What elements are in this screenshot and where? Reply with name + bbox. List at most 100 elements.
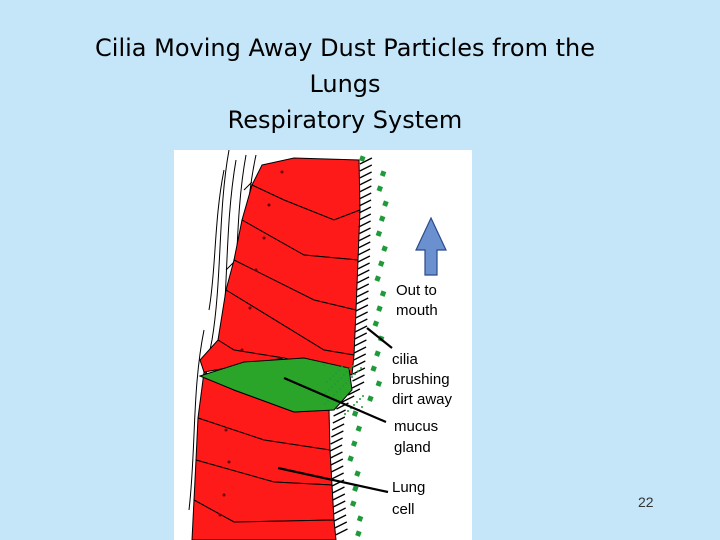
mucus-speck: [357, 370, 359, 372]
label-out-to-mouth-line2: mouth: [396, 302, 438, 319]
cilium: [341, 395, 355, 403]
dust-particle: [370, 365, 377, 372]
cilium: [358, 227, 371, 235]
cilium: [333, 514, 347, 522]
dust-particle: [381, 245, 388, 252]
dust-particle: [355, 530, 362, 537]
mucus-speck: [323, 364, 325, 366]
dust-particle: [378, 215, 386, 222]
dust-particle: [374, 350, 381, 357]
cilium: [353, 353, 367, 361]
mucus-speck: [351, 376, 353, 378]
mucus-speck: [361, 406, 363, 408]
cilium: [330, 451, 343, 459]
mucus-speck: [337, 380, 339, 382]
cilium: [355, 304, 369, 312]
mucus-speck: [362, 395, 364, 397]
cilium: [355, 311, 368, 319]
dust-particle: [379, 290, 387, 297]
cilium: [352, 374, 365, 382]
dust-particle: [376, 185, 383, 192]
cilium: [359, 171, 372, 179]
mucus-gland: [198, 357, 353, 413]
cilium: [353, 360, 366, 368]
cilium: [359, 164, 373, 172]
dust-particle: [355, 425, 363, 432]
cilium: [334, 521, 348, 529]
label-mucus-gland-line2: gland: [394, 439, 431, 456]
dust-particle: [382, 200, 389, 207]
mucus-speck: [339, 388, 341, 390]
cilium: [332, 416, 346, 424]
cilium: [358, 213, 372, 221]
mucus-speck: [347, 410, 349, 412]
cilium: [359, 157, 373, 165]
cilium: [353, 346, 367, 354]
cilium: [359, 178, 372, 186]
dust-particle: [374, 275, 381, 282]
cilium: [359, 185, 372, 193]
cilium: [358, 192, 372, 200]
cilium: [356, 276, 370, 284]
mucus-speck: [324, 403, 326, 405]
mucus-speck: [352, 365, 354, 367]
mucus-speck: [335, 372, 337, 374]
dust-particle: [350, 500, 357, 507]
slide-title: Cilia Moving Away Dust Particles from th…: [0, 30, 690, 138]
label-lung-cell-line2: cell: [392, 501, 415, 518]
mucus-speck: [355, 412, 357, 414]
cilium: [357, 262, 370, 270]
cilium: [354, 332, 368, 340]
cilium: [333, 409, 346, 417]
label-cilia-line3: dirt away: [392, 391, 453, 408]
cilium: [331, 423, 345, 431]
cilium: [332, 493, 346, 501]
dust-particle: [379, 170, 387, 177]
dust-particle: [375, 230, 383, 237]
mucus-speck: [341, 366, 343, 368]
mucus-speck: [354, 373, 356, 375]
label-cilia-line2: brushing: [392, 371, 450, 388]
dust-particle: [367, 395, 374, 402]
mucus-speck: [359, 398, 361, 400]
label-mucus-gland-line1: mucus: [394, 418, 439, 435]
dust-particle: [359, 155, 366, 162]
title-line-3: Respiratory System: [227, 106, 463, 134]
cilium: [358, 234, 371, 242]
mucus-speck: [353, 404, 355, 406]
dust-particle: [351, 440, 358, 447]
mucus-speck: [325, 392, 327, 394]
cilium: [331, 472, 344, 480]
label-lung-cell-line1: Lung: [392, 479, 426, 496]
cilium: [331, 430, 344, 438]
cilium: [356, 283, 370, 291]
cilium: [357, 241, 371, 249]
mucus-speck: [340, 377, 342, 379]
cilium: [357, 248, 371, 256]
page-number: 22: [638, 494, 654, 510]
dust-particle: [356, 515, 364, 522]
cilium: [355, 297, 369, 305]
mucus-speck: [329, 378, 331, 380]
mucus-speck: [332, 375, 334, 377]
cilium: [357, 255, 371, 263]
cilium: [330, 465, 344, 473]
cell-nuclei: [218, 170, 284, 517]
cilium: [351, 381, 365, 389]
cilia: [329, 157, 373, 536]
mucus-speck: [356, 401, 358, 403]
mucus-speck: [342, 385, 344, 387]
dust-particle: [372, 320, 380, 327]
cilium: [330, 458, 344, 466]
dust-particle: [354, 470, 361, 477]
cilium: [354, 325, 368, 333]
mucus-speck: [343, 374, 345, 376]
cilium: [332, 486, 345, 494]
cilium: [358, 206, 372, 214]
cilium: [356, 290, 369, 298]
cilium: [354, 339, 367, 347]
mucus-speck: [348, 379, 350, 381]
dust-particle: [347, 455, 354, 462]
mucus-speck: [345, 382, 347, 384]
dust-particle: [352, 485, 359, 492]
